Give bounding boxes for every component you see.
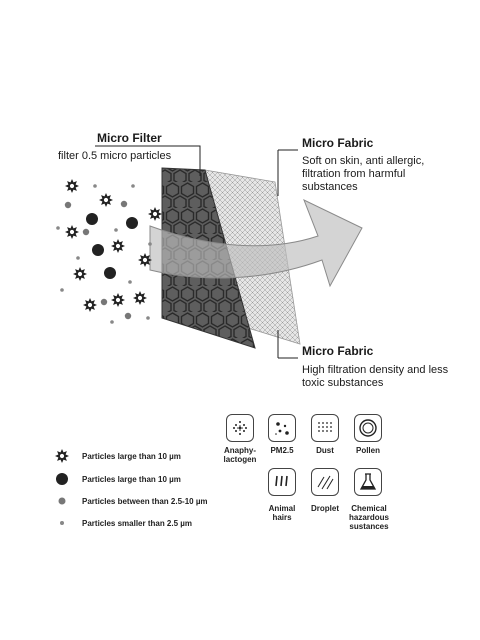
small-particle — [146, 316, 150, 320]
small-particle — [56, 226, 60, 230]
large-dot-icon — [56, 473, 68, 485]
small-dot-icon — [60, 521, 64, 525]
droplet-icon — [311, 468, 339, 496]
large-particle — [86, 213, 98, 225]
dust-icon — [311, 414, 339, 442]
small-particle — [93, 184, 97, 188]
micro-filter-leader — [95, 145, 201, 176]
anaphylactogen-label: Anaphy- lactogen — [218, 446, 262, 464]
animal-hairs-icon — [268, 468, 296, 496]
legend-label-small: Particles smaller than 2.5 µm — [82, 519, 192, 528]
star-particle — [73, 267, 87, 281]
pollen-label: Pollen — [355, 446, 380, 455]
micro-fabric-top-desc: Soft on skin, anti allergic, filtration … — [302, 155, 424, 194]
pm25-label: PM2.5 — [270, 446, 294, 455]
micro-filter-title: Micro Filter — [97, 131, 162, 145]
desc-line: High filtration density and less — [302, 364, 449, 376]
star-particle — [65, 179, 79, 193]
medium-particle — [64, 201, 72, 209]
micro-fabric-top-title: Micro Fabric — [302, 136, 374, 150]
star-particle — [111, 293, 125, 307]
star-particle — [65, 225, 79, 239]
medium-particle — [124, 312, 132, 320]
legend-label-star: Particles large than 10 µm — [82, 452, 181, 461]
pm25-icon — [268, 414, 296, 442]
medium-particle — [120, 200, 128, 208]
legend-glyphs — [55, 449, 69, 525]
chemical-label: Chemical hazardous sustances — [344, 504, 394, 531]
desc-line: toxic substances — [302, 377, 384, 389]
airflow-arrow — [149, 198, 363, 288]
legend-label-medium: Particles between than 2.5-10 µm — [82, 497, 208, 506]
label-line: hazardous — [348, 513, 389, 522]
label-line: hairs — [272, 513, 292, 522]
label-line: lactogen — [223, 455, 257, 464]
pollen-icon — [354, 414, 382, 442]
dust-label: Dust — [316, 446, 334, 455]
small-particle — [114, 228, 118, 232]
star-particle — [138, 253, 152, 267]
small-particle — [76, 256, 80, 260]
small-particle — [128, 280, 132, 284]
label-line: Chemical — [351, 504, 387, 513]
desc-line: Soft on skin, anti allergic, — [302, 155, 425, 167]
animal-hairs-label: Animal hairs — [262, 504, 302, 522]
star-particle — [83, 298, 97, 312]
medium-particle — [82, 228, 90, 236]
large-particle — [104, 267, 116, 279]
star-particle — [99, 193, 113, 207]
star-particle — [148, 207, 162, 221]
desc-line: filtration from harmful — [302, 168, 406, 180]
anaphylactogen-icon — [226, 414, 254, 442]
micro-filter-desc: filter 0.5 micro particles — [58, 150, 172, 162]
small-particle — [148, 242, 152, 246]
droplet-label: Droplet — [311, 504, 339, 513]
desc-line: substances — [302, 181, 358, 193]
chemical-icon — [354, 468, 382, 496]
legend-label-large: Particles large than 10 µm — [82, 475, 181, 484]
star-particle — [111, 239, 125, 253]
label-line: sustances — [349, 522, 389, 531]
micro-fabric-bottom-title: Micro Fabric — [302, 344, 374, 358]
large-particle — [126, 217, 138, 229]
medium-dot-icon — [58, 497, 66, 505]
label-line: Animal — [268, 504, 296, 513]
label-line: Anaphy- — [224, 446, 256, 455]
small-particle — [60, 288, 64, 292]
particles — [56, 179, 162, 324]
micro-fabric-bottom-desc: High filtration density and less toxic s… — [302, 364, 448, 390]
large-particle — [92, 244, 104, 256]
star-particle — [133, 291, 147, 305]
medium-particle — [100, 298, 108, 306]
small-particle — [131, 184, 135, 188]
small-particle — [110, 320, 114, 324]
star-particle-icon — [55, 449, 69, 463]
